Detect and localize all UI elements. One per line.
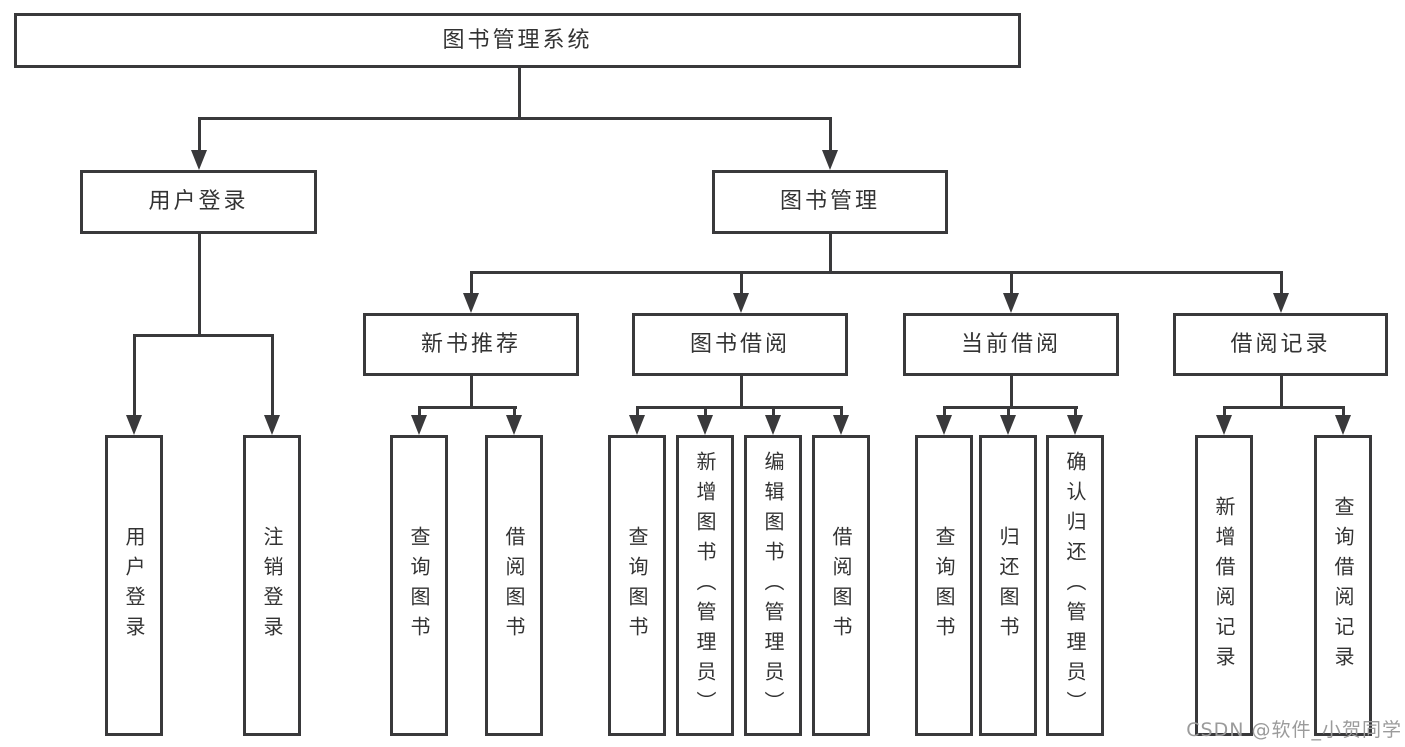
arrow-down-icon [506, 415, 522, 435]
arrow-down-icon [411, 415, 427, 435]
node-borrowing-records: 借阅记录 [1173, 313, 1388, 376]
node-label: 确认归还（管理员） [1063, 450, 1087, 721]
arrow-down-icon [936, 415, 952, 435]
connector-line [840, 406, 843, 422]
node-label: 当前借阅 [960, 331, 1061, 357]
connector-line [1223, 406, 1345, 409]
node-borrow-add-books-admin: 新增图书（管理员） [676, 435, 734, 736]
node-recommend-borrow-books: 借阅图书 [485, 435, 543, 736]
connector-line [1280, 376, 1283, 409]
connector-line [829, 117, 832, 156]
node-label: 借阅图书 [502, 525, 526, 646]
connector-line [198, 117, 832, 120]
connector-line [1342, 406, 1345, 422]
arrow-down-icon [1335, 415, 1351, 435]
node-label: 图书借阅 [689, 331, 790, 357]
connector-line [943, 406, 946, 422]
node-borrow-edit-books-admin: 编辑图书（管理员） [744, 435, 802, 736]
connector-line [1280, 271, 1283, 299]
arrow-down-icon [463, 293, 479, 313]
node-book-borrowing: 图书借阅 [632, 313, 848, 376]
node-login-logout: 注销登录 [243, 435, 301, 736]
arrow-down-icon [1216, 415, 1232, 435]
connector-line [418, 406, 421, 422]
node-label: 图书管理 [779, 189, 880, 214]
arrow-down-icon [191, 150, 207, 170]
node-label: 新增借阅记录 [1212, 495, 1236, 676]
node-label: 借阅记录 [1230, 331, 1331, 357]
connector-line [198, 117, 201, 156]
arrow-down-icon [1003, 293, 1019, 313]
connector-line [1007, 406, 1010, 422]
connector-line [829, 234, 832, 274]
node-label: 用户登录 [148, 189, 249, 214]
node-root: 图书管理系统 [14, 13, 1021, 68]
connector-line [772, 406, 775, 422]
arrow-down-icon [765, 415, 781, 435]
connector-line [636, 406, 639, 422]
node-new-book-recommendation: 新书推荐 [363, 313, 579, 376]
connector-line [943, 406, 1078, 409]
node-borrow-query-books: 查询图书 [608, 435, 666, 736]
node-label: 查询图书 [625, 525, 649, 646]
arrow-down-icon [1067, 415, 1083, 435]
arrow-down-icon [733, 293, 749, 313]
node-records-query-borrow-record: 查询借阅记录 [1314, 435, 1372, 736]
connector-line [740, 271, 743, 299]
node-label: 借阅图书 [829, 525, 853, 646]
connector-line [1010, 376, 1013, 409]
node-label: 新增图书（管理员） [693, 450, 717, 721]
node-borrow-borrow-books: 借阅图书 [812, 435, 870, 736]
node-label: 图书管理系统 [442, 27, 593, 53]
csdn-watermark: CSDN @软件_小贺同学 [1186, 719, 1402, 741]
connector-line [740, 376, 743, 409]
node-current-borrowing: 当前借阅 [903, 313, 1119, 376]
node-recommend-query-books: 查询图书 [390, 435, 448, 736]
connector-line [198, 234, 201, 337]
connector-line [470, 271, 473, 299]
connector-line [1074, 406, 1077, 422]
node-label: 查询借阅记录 [1331, 495, 1355, 676]
connector-line [133, 334, 136, 421]
connector-line [418, 406, 517, 409]
node-login-user-login: 用户登录 [105, 435, 163, 736]
node-current-confirm-return-admin: 确认归还（管理员） [1046, 435, 1104, 736]
node-current-return-books: 归还图书 [979, 435, 1037, 736]
connector-line [271, 334, 274, 421]
connector-line [636, 406, 843, 409]
connector-line [1223, 406, 1226, 422]
arrow-down-icon [822, 150, 838, 170]
node-records-add-borrow-record: 新增借阅记录 [1195, 435, 1253, 736]
node-label: 注销登录 [260, 525, 284, 646]
arrow-down-icon [126, 415, 142, 435]
node-current-query-books: 查询图书 [915, 435, 973, 736]
connector-line [518, 68, 521, 120]
connector-line [513, 406, 516, 422]
connector-line [470, 376, 473, 409]
node-label: 用户登录 [122, 525, 146, 646]
arrow-down-icon [1000, 415, 1016, 435]
arrow-down-icon [629, 415, 645, 435]
arrow-down-icon [697, 415, 713, 435]
node-label: 查询图书 [932, 525, 956, 646]
node-user-login: 用户登录 [80, 170, 317, 234]
node-label: 查询图书 [407, 525, 431, 646]
node-label: 归还图书 [996, 525, 1020, 646]
arrow-down-icon [1273, 293, 1289, 313]
connector-line [1010, 271, 1013, 299]
node-book-management: 图书管理 [712, 170, 948, 234]
connector-line [133, 334, 274, 337]
node-label: 新书推荐 [420, 331, 521, 357]
connector-line [704, 406, 707, 422]
node-label: 编辑图书（管理员） [761, 450, 785, 721]
connector-line [470, 271, 1283, 274]
arrow-down-icon [264, 415, 280, 435]
arrow-down-icon [833, 415, 849, 435]
